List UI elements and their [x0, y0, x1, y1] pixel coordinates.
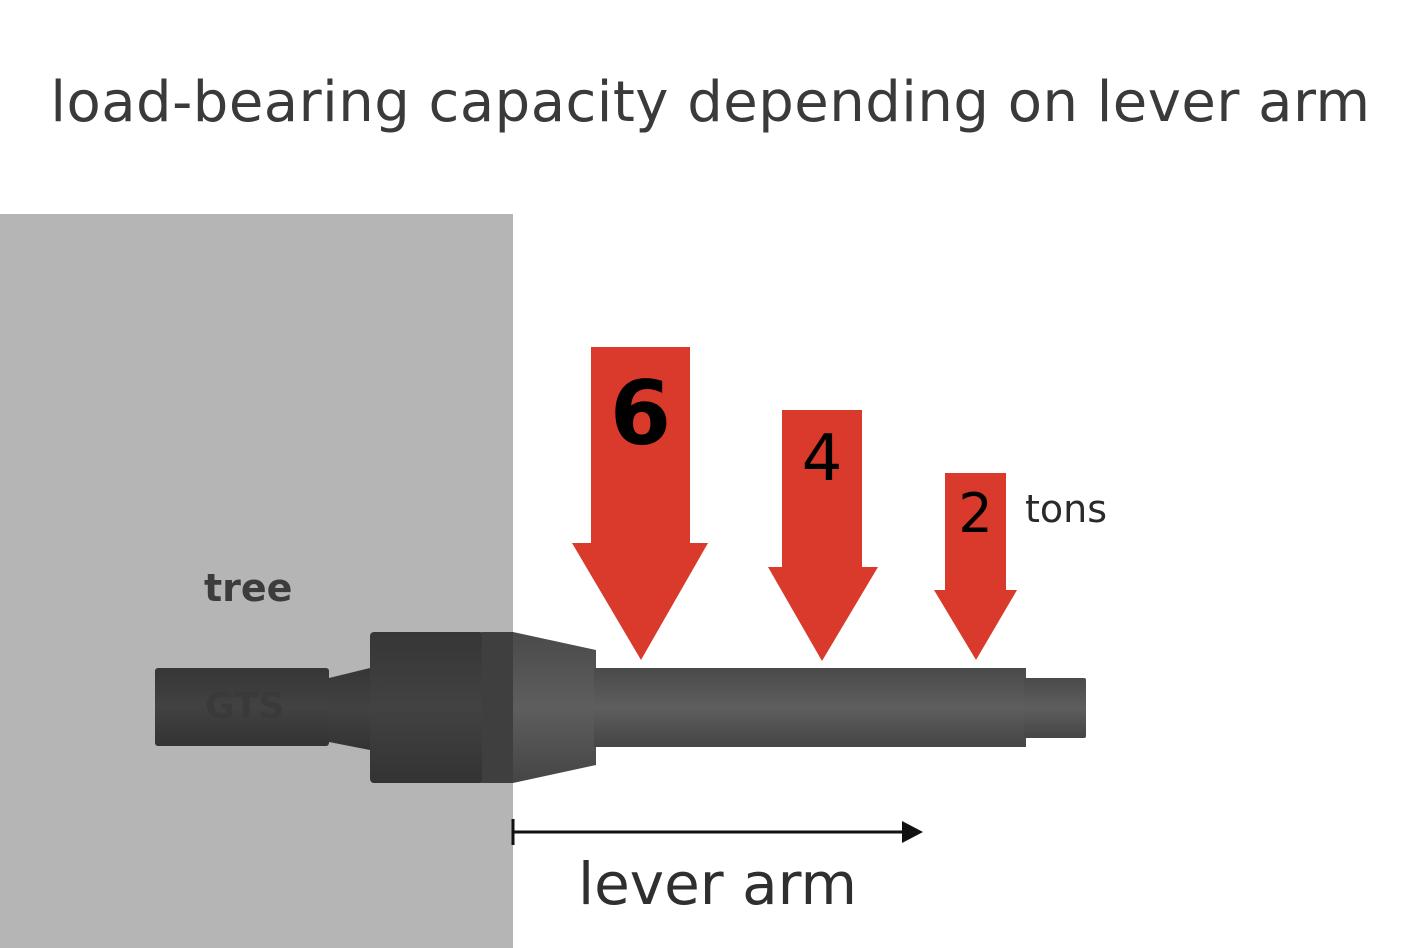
- load-arrow-2: [934, 473, 1017, 660]
- bolt-cone: [513, 632, 596, 783]
- bolt-collar-edge: [482, 632, 513, 783]
- bolt-collar: [370, 632, 484, 783]
- bolt-neck: [329, 668, 370, 750]
- gts-bolt: [155, 632, 1086, 783]
- tons-unit-label: tons: [1025, 487, 1108, 531]
- gts-label: GTS: [205, 686, 285, 727]
- bolt-shaft: [594, 668, 1026, 747]
- load-value-4: 4: [801, 422, 843, 496]
- diagram-title: load-bearing capacity depending on lever…: [50, 70, 1371, 135]
- load-value-2: 2: [958, 482, 993, 545]
- lever-arm-label: lever arm: [578, 850, 857, 918]
- bolt-tip: [1024, 678, 1086, 738]
- tree-cross-section: [0, 214, 513, 948]
- load-arrow-6: [572, 347, 708, 660]
- load-arrow-4: [768, 410, 878, 661]
- lever-arm-arrow: [511, 819, 923, 845]
- bolt-inner-end: [155, 668, 329, 746]
- tree-label: tree: [204, 566, 293, 610]
- load-value-6: 6: [609, 362, 672, 465]
